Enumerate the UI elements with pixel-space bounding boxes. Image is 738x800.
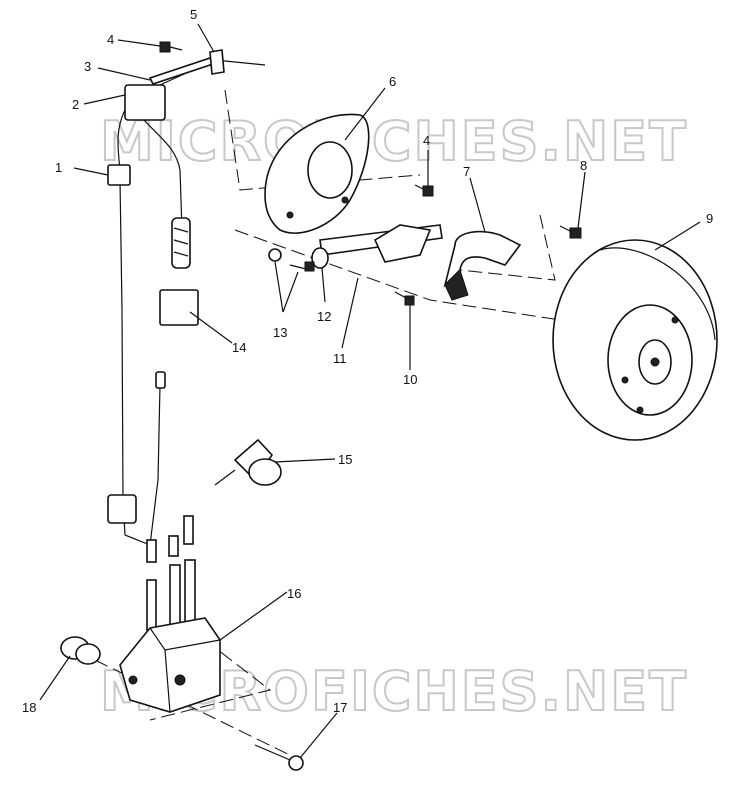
part-6-stator-plate [264,113,370,234]
callout-3: 3 [84,59,91,74]
part-4-screw-top [159,41,183,53]
callout-14: 14 [232,340,246,355]
callout-13: 13 [273,325,287,340]
lead-tube-5 [169,564,181,628]
lead-tube-1 [146,539,157,563]
part-3-strip [148,57,215,85]
part-5-clamp [209,49,225,75]
callout-7: 7 [463,164,470,179]
callout-10: 10 [403,372,417,387]
part-1-connector [107,164,131,186]
callout-15: 15 [338,452,352,467]
lower-connector [107,494,137,524]
part-12-spacer [311,247,329,269]
assembly-line-flywheel [459,214,556,281]
callout-9: 9 [706,211,713,226]
assembly-line-coil [94,659,301,761]
callout-6: 6 [389,74,396,89]
watermark-top: MICROFICHES.NET [100,110,688,173]
part-15-plug-cap [214,438,282,486]
bullet-connector [155,371,166,389]
callout-16: 16 [287,586,301,601]
callout-12: 12 [317,309,331,324]
callout-8: 8 [580,158,587,173]
harness-wire [119,179,124,501]
callout-5: 5 [190,7,197,22]
assembly-line-coil-2 [149,639,272,721]
lead-tube-2 [168,535,179,557]
lower-wire [149,384,161,546]
part-18-grommet [60,636,101,665]
part-8-screw [559,225,582,239]
callout-18: 18 [22,700,36,715]
part-9-flywheel [552,239,718,441]
callout-4-top: 4 [107,32,114,47]
part-17-bolt [254,744,304,771]
part-7-magnets [443,230,522,301]
part-14-plug [159,217,199,326]
callout-2: 2 [72,97,79,112]
callout-17: 17 [333,700,347,715]
lead-tube-6 [184,559,196,623]
leader-lines [39,23,701,759]
part-13-screw [268,248,315,272]
lead-tube-3 [183,515,194,545]
callout-4-mid: 4 [423,133,430,148]
part-4-screw-mid [414,184,434,197]
part-2-regulator [124,84,166,121]
callout-11: 11 [333,351,347,366]
part-16-ignition-coil [119,617,221,713]
assembly-line-stator [234,229,561,321]
stator-winding [373,224,432,263]
part-10-screw [394,291,415,306]
lead-tube-4 [146,579,157,631]
callout-1: 1 [55,160,62,175]
